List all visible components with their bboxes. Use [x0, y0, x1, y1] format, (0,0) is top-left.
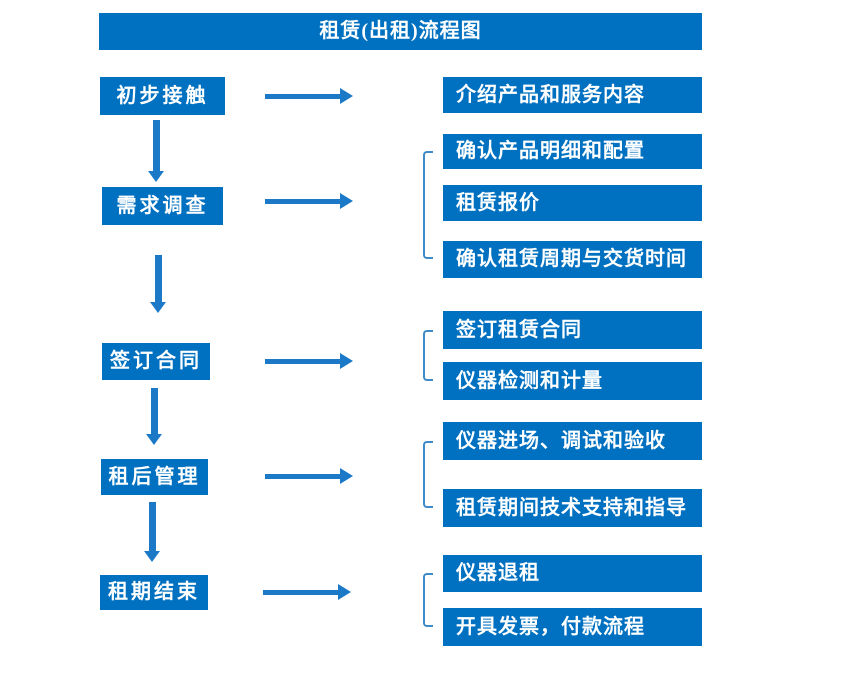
right-arrow-stem — [265, 474, 341, 479]
detail-box-introduce-products: 介绍产品和服务内容 — [443, 77, 702, 113]
down-arrow-2 — [150, 255, 167, 313]
group-bracket-demand-survey — [423, 151, 433, 259]
right-arrow-head — [340, 88, 353, 104]
right-arrow-head — [340, 468, 353, 484]
right-arrow-5 — [263, 584, 351, 600]
down-arrow-4 — [144, 502, 161, 562]
detail-box-confirm-rental-period: 确认租赁周期与交货时间 — [443, 241, 702, 278]
right-arrow-head — [340, 193, 353, 209]
down-arrow-head — [144, 551, 160, 562]
right-arrow-stem — [263, 590, 339, 595]
down-arrow-head — [146, 434, 162, 445]
right-arrow-1 — [265, 88, 353, 104]
stage-box-initial-contact: 初步接触 — [100, 77, 225, 115]
right-arrow-stem — [265, 94, 341, 99]
detail-box-instrument-return: 仪器退租 — [443, 555, 702, 592]
detail-box-instrument-inspection: 仪器检测和计量 — [443, 362, 702, 400]
group-bracket-rental-end — [423, 573, 433, 627]
detail-box-sign-rental-contract: 签订租赁合同 — [443, 311, 702, 349]
down-arrow-3 — [146, 388, 163, 445]
down-arrow-stem — [151, 388, 158, 434]
detail-box-confirm-product-details: 确认产品明细和配置 — [443, 134, 702, 169]
detail-box-technical-support: 租赁期间技术支持和指导 — [443, 489, 702, 527]
group-bracket-sign-contract — [423, 330, 433, 381]
down-arrow-stem — [149, 502, 156, 551]
right-arrow-head — [340, 353, 353, 369]
right-arrow-head — [338, 584, 351, 600]
stage-box-sign-contract: 签订合同 — [102, 343, 210, 380]
right-arrow-stem — [265, 199, 341, 204]
flowchart-title: 租赁(出租)流程图 — [99, 13, 702, 50]
detail-box-invoice-payment: 开具发票，付款流程 — [443, 608, 702, 646]
down-arrow-head — [150, 302, 166, 313]
detail-box-instrument-entry-acceptance: 仪器进场、调试和验收 — [443, 422, 702, 460]
stage-box-demand-survey: 需求调查 — [102, 187, 223, 225]
down-arrow-stem — [153, 120, 160, 171]
right-arrow-4 — [265, 468, 353, 484]
stage-box-rental-end: 租期结束 — [100, 575, 208, 610]
detail-box-rental-quote: 租赁报价 — [443, 185, 702, 221]
group-bracket-post-rental — [423, 441, 433, 508]
right-arrow-2 — [265, 193, 353, 209]
right-arrow-3 — [265, 353, 353, 369]
down-arrow-head — [148, 171, 164, 182]
right-arrow-stem — [265, 359, 341, 364]
down-arrow-1 — [148, 120, 165, 182]
stage-box-post-rental-management: 租后管理 — [101, 459, 208, 495]
down-arrow-stem — [155, 255, 162, 302]
